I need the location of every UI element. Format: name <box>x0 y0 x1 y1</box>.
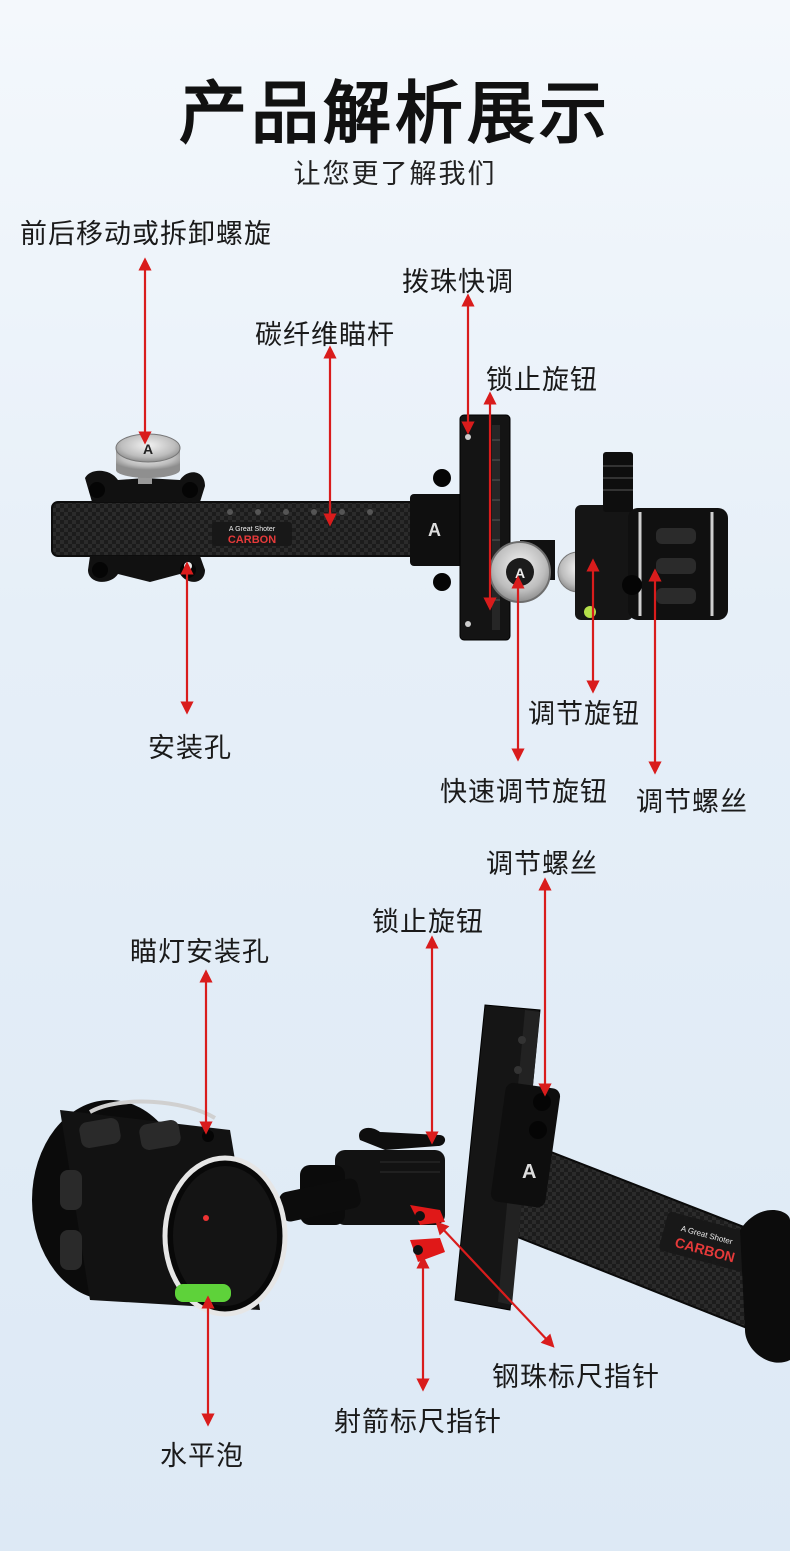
arrow-bead-pointer <box>435 1221 555 1348</box>
annotation-arrows <box>138 257 662 1427</box>
label-adjust-screw: 调节螺丝 <box>636 787 748 818</box>
red-pointers <box>410 1205 445 1262</box>
brand-name: CARBON <box>228 534 276 546</box>
label-bead-scale-pointer: 钢珠标尺指针 <box>492 1362 660 1393</box>
silver-knob-move: A <box>115 433 181 478</box>
svg-text:A: A <box>143 441 153 457</box>
brand-plate <box>212 522 292 546</box>
bottom-sight-view: A Great Shoter CARBON A <box>32 1004 790 1363</box>
label-arrow-scale-pointer: 射箭标尺指针 <box>334 1407 502 1438</box>
label-bead-adjust: 拨珠快调 <box>402 267 514 298</box>
page-subtitle: 让您更了解我们 <box>293 159 497 190</box>
quick-adjust-knob: A <box>489 540 555 603</box>
scope-housing <box>575 452 728 620</box>
svg-text:A: A <box>515 565 525 581</box>
scope-housing-angled <box>32 1099 288 1317</box>
label-adjust-knob: 调节旋钮 <box>528 699 640 730</box>
page-title: 产品解析展示 <box>178 75 611 154</box>
label-quick-adjust-knob: 快速调节旋钮 <box>440 777 608 808</box>
label-level-bubble: 水平泡 <box>160 1441 244 1472</box>
label-mount-hole: 安装孔 <box>148 733 232 764</box>
clamp-block: A <box>490 1082 561 1208</box>
svg-text:A: A <box>522 1161 536 1183</box>
mount-bracket-top <box>85 470 205 502</box>
brand-tagline: A Great Shoter <box>229 526 276 533</box>
vertical-scale <box>459 414 511 641</box>
label-lock-knob-2: 锁止旋钮 <box>372 907 484 938</box>
label-lock-knob: 锁止旋钮 <box>486 365 598 396</box>
svg-text:A: A <box>428 520 441 540</box>
label-carbon-rod: 碳纤维瞄杆 <box>255 320 395 351</box>
extension-block <box>410 494 465 566</box>
top-sight-view: A Great Shoter CARBON A A <box>51 414 728 641</box>
rod-holes <box>227 509 373 515</box>
label-adjust-screw-2: 调节螺丝 <box>486 849 598 880</box>
label-light-mount-hole: 瞄灯安装孔 <box>130 937 270 968</box>
label-move-screw: 前后移动或拆卸螺旋 <box>20 219 272 250</box>
